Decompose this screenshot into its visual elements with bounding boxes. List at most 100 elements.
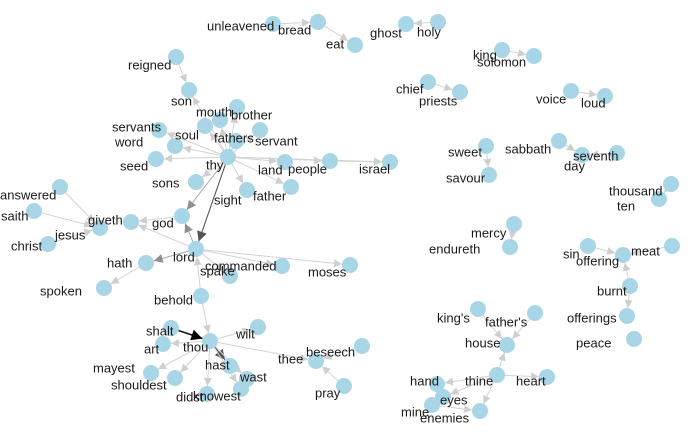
- edge-arrowhead-thy-father: [274, 176, 284, 184]
- edge-arrowhead-pray-thee: [321, 366, 331, 375]
- edge-lord-commanded: [195, 248, 275, 265]
- node-label-seed: seed: [120, 158, 148, 173]
- edge-arrowhead-thine-eyes: [450, 387, 460, 395]
- node-label-eyes: eyes: [440, 392, 468, 407]
- edge-arrowhead-thou-art: [170, 338, 180, 347]
- node-thee: [308, 353, 324, 369]
- edge-arrowhead-thy-lord: [197, 230, 207, 242]
- node-label-sabbath: sabbath: [505, 141, 551, 156]
- node-label-thine: thine: [465, 373, 493, 388]
- edge-arrowhead-lord-god: [184, 223, 193, 234]
- edge-arrowhead-saith-jesus: [83, 220, 93, 228]
- node-label-mercy: mercy: [471, 225, 507, 240]
- node-god: [174, 208, 190, 224]
- node-wilt: [250, 319, 266, 335]
- node-label-servant: servant: [255, 133, 298, 148]
- node-voice: [563, 83, 579, 99]
- node-spake: [222, 268, 238, 284]
- node-label-shalt: shalt: [146, 323, 174, 338]
- edge-thou-thee: [209, 340, 309, 361]
- node-fathers: [228, 133, 244, 149]
- node-label-giveth: giveth: [88, 212, 123, 227]
- edge-arrowhead-thy-sight: [235, 174, 244, 184]
- edge-arrowhead-behold-thou: [202, 324, 211, 334]
- edge-arrowhead-meat-offering: [630, 248, 640, 257]
- node-label-endureth: endureth: [429, 241, 480, 256]
- node-label-loud: loud: [581, 95, 606, 110]
- node-label-offering: offering: [576, 253, 619, 268]
- node-moses: [342, 257, 358, 273]
- node-beseech: [354, 338, 370, 354]
- node-label-enemies: enemies: [420, 410, 470, 425]
- edge-arrowhead-thou-mayest: [158, 361, 167, 370]
- edge-arrowhead-thy-seed: [163, 154, 173, 163]
- edge-arrowhead-people-israel: [373, 157, 383, 166]
- edge-arrowhead-behold-lord: [193, 256, 202, 266]
- node-label-lord: lord: [173, 249, 195, 264]
- node-label-heart: heart: [516, 373, 546, 388]
- node-label-chief: chief: [396, 81, 424, 96]
- node-label-fathers2: father's: [485, 314, 528, 329]
- edge-arrowhead-thy-servants: [166, 132, 176, 140]
- node-savour: [481, 167, 497, 183]
- node-land: [277, 154, 293, 170]
- node-thou: [202, 333, 218, 349]
- edge-arrowhead-thy-soul: [209, 132, 218, 142]
- node-label-pray: pray: [315, 385, 341, 400]
- node-bread: [310, 14, 326, 30]
- node-word: [167, 138, 183, 154]
- node-ten: [651, 191, 667, 207]
- node-label-servants: servants: [112, 119, 162, 134]
- node-label-sweet: sweet: [448, 144, 482, 159]
- edge-thy-lord: [198, 156, 229, 242]
- node-label-hand: hand: [410, 373, 439, 388]
- edge-thine-hand: [444, 374, 498, 384]
- node-art: [155, 336, 171, 352]
- node-layer: [26, 14, 680, 419]
- node-didst: [199, 386, 215, 402]
- edge-arrowhead-thy-son: [193, 96, 201, 106]
- node-heart: [539, 369, 555, 385]
- edge-arrowhead-mine-enemies: [463, 405, 473, 413]
- node-solomon: [526, 48, 542, 64]
- edge-arrowhead-thine-heart: [530, 372, 540, 381]
- node-burnt: [622, 278, 638, 294]
- node-sweet: [478, 138, 494, 154]
- node-thine: [489, 367, 505, 383]
- node-label-land: land: [258, 162, 283, 177]
- node-label-burnt: burnt: [597, 283, 627, 298]
- edge-arrowhead-mercy-endureth: [508, 230, 517, 240]
- edge-lord-moses: [195, 248, 343, 265]
- edge-arrowhead-thou-didst: [203, 377, 212, 387]
- node-hand: [429, 376, 445, 392]
- edge-arrowhead-thy-mouth: [219, 127, 228, 137]
- edge-arrowhead-holy-ghost: [413, 19, 423, 27]
- node-label-commanded: commanded: [205, 258, 277, 273]
- node-answered: [52, 179, 68, 195]
- edge-arrowhead-fathers2-house: [512, 330, 521, 339]
- node-label-saith: saith: [1, 208, 28, 223]
- node-label-solomon: solomon: [477, 54, 526, 69]
- node-label-offerings: offerings: [567, 310, 617, 325]
- edge-arrowhead-burnt-offering: [622, 262, 631, 272]
- node-mercy: [506, 216, 522, 232]
- node-label-fathers: fathers: [214, 130, 254, 145]
- node-peace: [626, 331, 642, 347]
- edge-arrowhead-king-solomon: [517, 49, 527, 57]
- edge-thy-seed: [163, 156, 229, 160]
- node-ghost: [398, 16, 414, 32]
- node-label-thousand: thousand: [609, 183, 663, 198]
- node-label-spake: spake: [200, 263, 235, 278]
- node-shouldest: [167, 370, 183, 386]
- node-mayest: [143, 365, 159, 381]
- node-label-wilt: wilt: [235, 326, 255, 341]
- edge-arrowhead-lord-spake: [214, 262, 224, 272]
- node-label-voice: voice: [536, 91, 566, 106]
- node-label-spoken: spoken: [40, 283, 82, 298]
- node-label-seventh: seventh: [573, 148, 619, 163]
- node-saith: [26, 203, 42, 219]
- node-day: [574, 147, 590, 163]
- node-label-behold: behold: [154, 292, 193, 307]
- node-label-answered: answered: [0, 187, 56, 202]
- node-offering: [615, 247, 631, 263]
